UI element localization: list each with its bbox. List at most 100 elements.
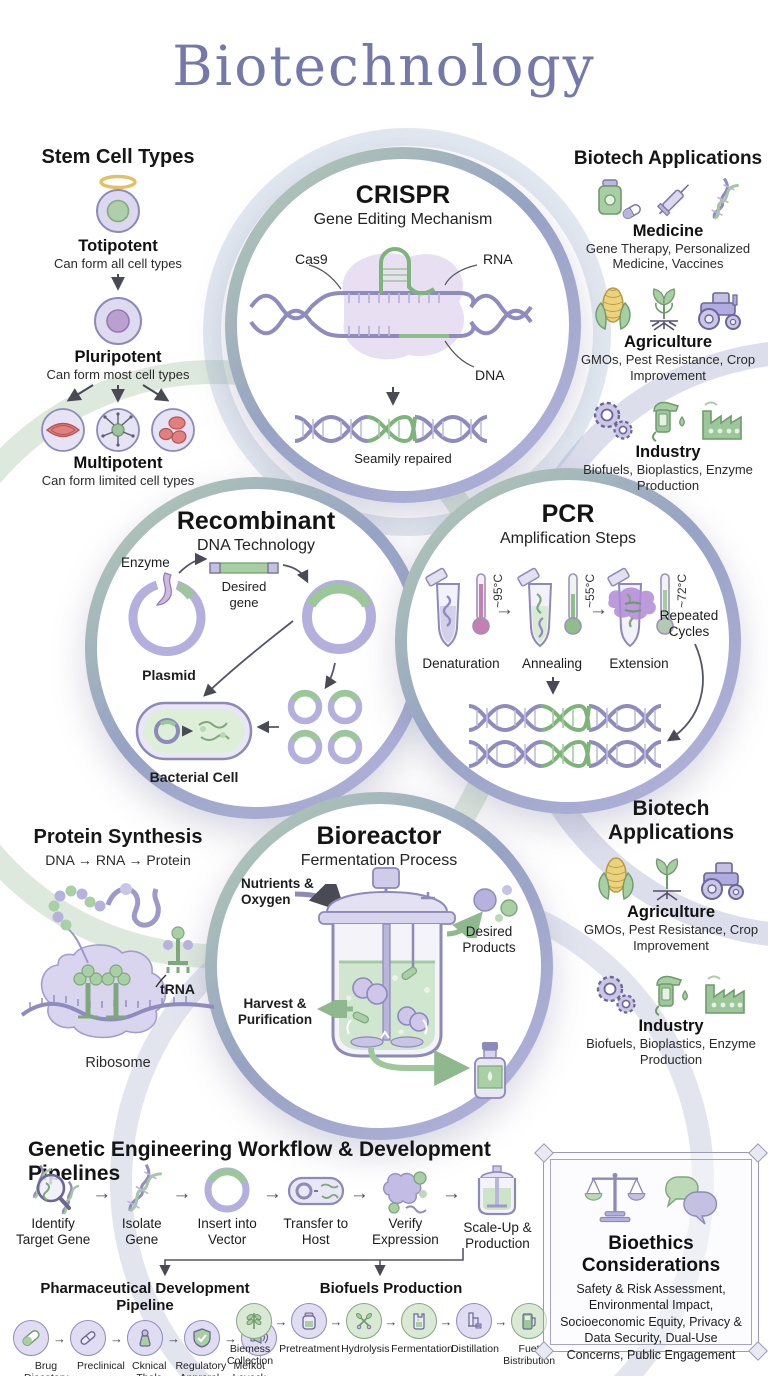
factory-icon [705, 975, 745, 1015]
temp-72-label: ~72°C [675, 574, 689, 608]
biofuels-step-label: Pretreatment [279, 1343, 340, 1355]
pharma-step-label: Preclinical [77, 1360, 125, 1372]
pharma-step-label: Cknical Thals [132, 1360, 167, 1376]
bacterial-cell-label: Bacterial Cell [149, 769, 239, 785]
plasmid-copies-icon [287, 689, 363, 765]
desired-gene-icon [209, 562, 279, 574]
enzyme-label: Enzyme [121, 555, 170, 570]
biofuels-step-label: Fermentation [391, 1343, 453, 1355]
corn-icon [595, 287, 631, 330]
plasmid-label: Plasmid [142, 667, 196, 683]
workflow-steps: Identify Target Gene → Isolate Gene → In… [14, 1164, 534, 1252]
nerve-cell-icon [96, 408, 140, 453]
thermometer-hot-icon [472, 573, 490, 635]
amplified-dna-icon [468, 703, 662, 733]
right-arrow-icon: → [439, 1313, 453, 1329]
fermentation-pouch-icon [400, 1303, 437, 1339]
recombinant-panel: Recombinant DNA Technology Enzyme Desire… [85, 477, 427, 819]
cas9-label: Cas9 [295, 251, 328, 267]
pharma-heading: Pharmaceutical Development Pipeline [40, 1280, 250, 1314]
harvest-label: Harvest & Purification [237, 996, 313, 1028]
dna-label: DNA [475, 367, 505, 383]
pcr-tube-denaturation-icon [425, 567, 461, 648]
applications-top-section: Biotech Applications [572, 148, 764, 493]
right-arrow-icon: → [494, 1313, 508, 1329]
pcr-title: PCR [541, 500, 595, 528]
annealing-label: Annealing [521, 656, 583, 671]
dna-icon [711, 177, 739, 220]
biofuels-step-label: Biemess Collection [226, 1343, 274, 1368]
syringe-icon [656, 184, 689, 217]
medicine-desc: Gene Therapy, Personalized Medicine, Vac… [585, 240, 751, 272]
right-arrow-icon: → [172, 1183, 192, 1204]
totipotent-desc: Can form all cell types [54, 256, 182, 271]
workflow-step: Insert into Vector [191, 1164, 262, 1248]
dna-icon [126, 1164, 162, 1213]
pcr-panel: PCR Amplification Steps ~95°C [395, 468, 741, 814]
plasmid-cut-icon [128, 572, 206, 656]
expression-molecules-icon [383, 1171, 428, 1214]
bioethics-box: Bioethics Considerations Safety & Risk A… [534, 1143, 768, 1362]
protein-heading: Protein Synthesis [33, 826, 203, 848]
workflow-step-label: Scale-Up & Production [463, 1220, 532, 1252]
right-arrow-icon: → [274, 1313, 288, 1329]
hydrolysis-icon [345, 1303, 382, 1339]
pcr-tube-annealing-icon [517, 567, 553, 648]
crispr-caption: Seamily repaired [354, 451, 452, 466]
tractor-icon [698, 292, 741, 331]
biofuels-step-label: Hydrolysis [341, 1343, 390, 1355]
workflow-step-label: Insert into Vector [197, 1216, 257, 1248]
protein-synthesis-section: Protein Synthesis DNA → RNA → Protein [8, 826, 228, 1072]
workflow-step: Scale-Up & Production [461, 1164, 534, 1252]
right-arrow-icon: → [53, 1330, 66, 1346]
bioreactor-tank-illustration [318, 867, 456, 1058]
right-arrow-icon: → [329, 1313, 343, 1329]
pharma-step-label: Mefkot Lavack [233, 1360, 266, 1376]
balance-scales-icon [584, 1172, 646, 1223]
crispr-panel: CRISPR Gene Editing Mechanism [225, 147, 581, 503]
applications-top-heading: Biotech Applications [573, 148, 763, 169]
applications-bottom-section: Biotech Applications [578, 797, 764, 1068]
speech-bubbles-icon [665, 1176, 718, 1225]
desired-products-label: Desired Products [462, 924, 516, 956]
agriculture-desc: GMOs, Pest Resistance, Crop Improvement [580, 352, 756, 383]
host-cell-icon [287, 1176, 344, 1206]
biomass-leaf-icon [235, 1303, 272, 1339]
agriculture-name: Agriculture [626, 903, 715, 922]
workflow-step: Transfer to Host [282, 1164, 350, 1248]
plant-icon [653, 858, 681, 901]
workflow-step-label: Isolate Gene [121, 1216, 162, 1248]
workflow-step: Isolate Gene [111, 1164, 172, 1248]
recombinant-subtitle: DNA Technology [197, 537, 315, 554]
rna-label: RNA [483, 251, 513, 267]
pcr-subtitle: Amplification Steps [499, 530, 637, 547]
cycle-arrow [666, 643, 704, 742]
biofuels-heading: Biofuels Production [319, 1280, 463, 1297]
outlet-arrow [368, 1047, 471, 1086]
down-arrow-icon [546, 677, 560, 695]
pharma-step-label: Regulatory Approral [175, 1360, 227, 1376]
right-arrow-icon: → [262, 1183, 282, 1204]
recombinant-title: Recombinant [176, 507, 336, 535]
bacterial-cell-icon [135, 701, 253, 761]
industry-name: Industry [638, 1017, 704, 1036]
corn-icon [598, 857, 634, 901]
applications-bottom-heading: Biotech Applications [607, 797, 734, 845]
repeated-cycles-label: Repeated Cycles [659, 608, 719, 640]
distillation-icon [455, 1303, 492, 1339]
pluripotent-cell-icon [94, 296, 142, 345]
down-arrow-icon [386, 387, 400, 406]
agriculture-desc: GMOs, Pest Resistance, Crop Improvement [583, 922, 759, 953]
pipeline-connector [159, 1248, 464, 1277]
biofuels-pipeline-section: Biofuels Production → → → → → [227, 1280, 555, 1367]
right-arrow-icon: → [110, 1330, 123, 1346]
right-arrow-icon: → [441, 1183, 461, 1204]
fuel-nozzle-icon [655, 976, 688, 1017]
trna-label: tRNA [160, 980, 195, 997]
crispr-title: CRISPR [355, 181, 451, 209]
shield-check-icon [184, 1320, 220, 1356]
scaleup-bioreactor-icon [478, 1165, 517, 1216]
blood-cells-icon [151, 408, 195, 453]
desired-gene-label: Desired gene [221, 579, 267, 610]
